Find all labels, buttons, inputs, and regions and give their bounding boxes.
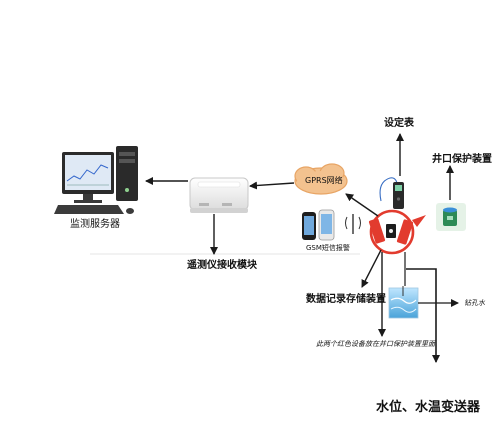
- arrow-to-transmitter: [406, 268, 440, 363]
- transmitter-label: 水位、水温变送器: [376, 400, 481, 415]
- gprs-cloud-icon: [294, 163, 348, 195]
- recorder-devices-icon: [368, 209, 426, 255]
- red-devices-note: 此两个红色设备放在井口保护装置里面: [316, 340, 435, 348]
- server-computer-icon: [54, 146, 138, 214]
- wellhead-label: 井口保护装置: [432, 154, 492, 165]
- setting-meter-icon: [379, 177, 404, 209]
- wellhead-protector-icon: [436, 203, 466, 231]
- receiver-label: 遥测仪接收模块: [187, 260, 257, 271]
- receiver-module-icon: [189, 177, 249, 213]
- arrow-gprs-to-receiver: [249, 181, 295, 190]
- recorder-label: 数据记录存储装置: [306, 294, 386, 305]
- arrow-recorder-to-gprs: [345, 193, 379, 217]
- server-label: 监测服务器: [70, 219, 120, 230]
- antenna-icon: [345, 214, 361, 234]
- phones-icon: [302, 209, 335, 241]
- gsm-label: GSM短信报警: [306, 244, 350, 252]
- borehole-water-label: 钻孔水: [464, 299, 485, 307]
- gprs-label: GPRS网络: [305, 176, 343, 185]
- borehole-water-image: [388, 286, 419, 319]
- arrow-to-recorder-label: [361, 249, 382, 288]
- setting-meter-label: 设定表: [384, 118, 414, 129]
